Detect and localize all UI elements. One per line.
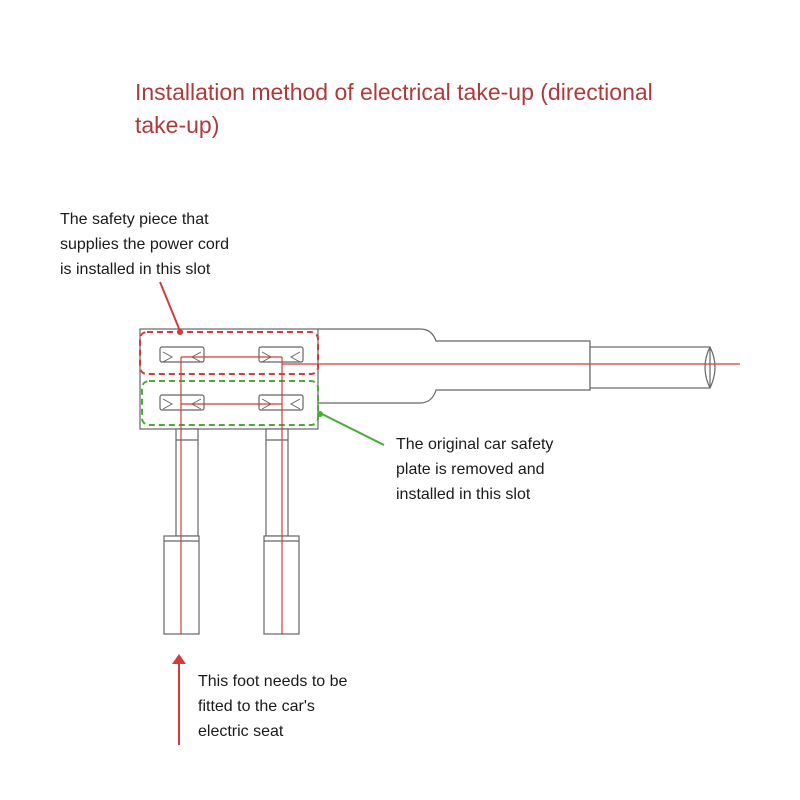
top-fuse-slot	[139, 331, 319, 375]
top-annotation-pointer	[159, 281, 181, 332]
title-line-2: take-up)	[135, 112, 220, 138]
diagram-title: Installation method of electrical take-u…	[135, 76, 735, 142]
original-fuse-slot-label: The original car safety plate is removed…	[396, 436, 554, 503]
current-path	[180, 356, 740, 634]
top-pointer-dot	[177, 329, 183, 335]
fuse-holder-body	[139, 328, 319, 430]
title-line-1: Installation method of electrical take-u…	[135, 79, 653, 105]
arrow-up-icon	[172, 654, 186, 745]
power-cable	[318, 328, 716, 404]
bottom-fuse-slot	[141, 380, 319, 426]
right-annotation-pointer	[319, 412, 385, 446]
power-cord-slot-label: The safety piece that supplies the power…	[60, 211, 229, 278]
right-pointer-dot	[317, 411, 323, 417]
fuse-legs	[163, 428, 300, 635]
foot-label: This foot needs to be fitted to the car'…	[198, 673, 348, 740]
